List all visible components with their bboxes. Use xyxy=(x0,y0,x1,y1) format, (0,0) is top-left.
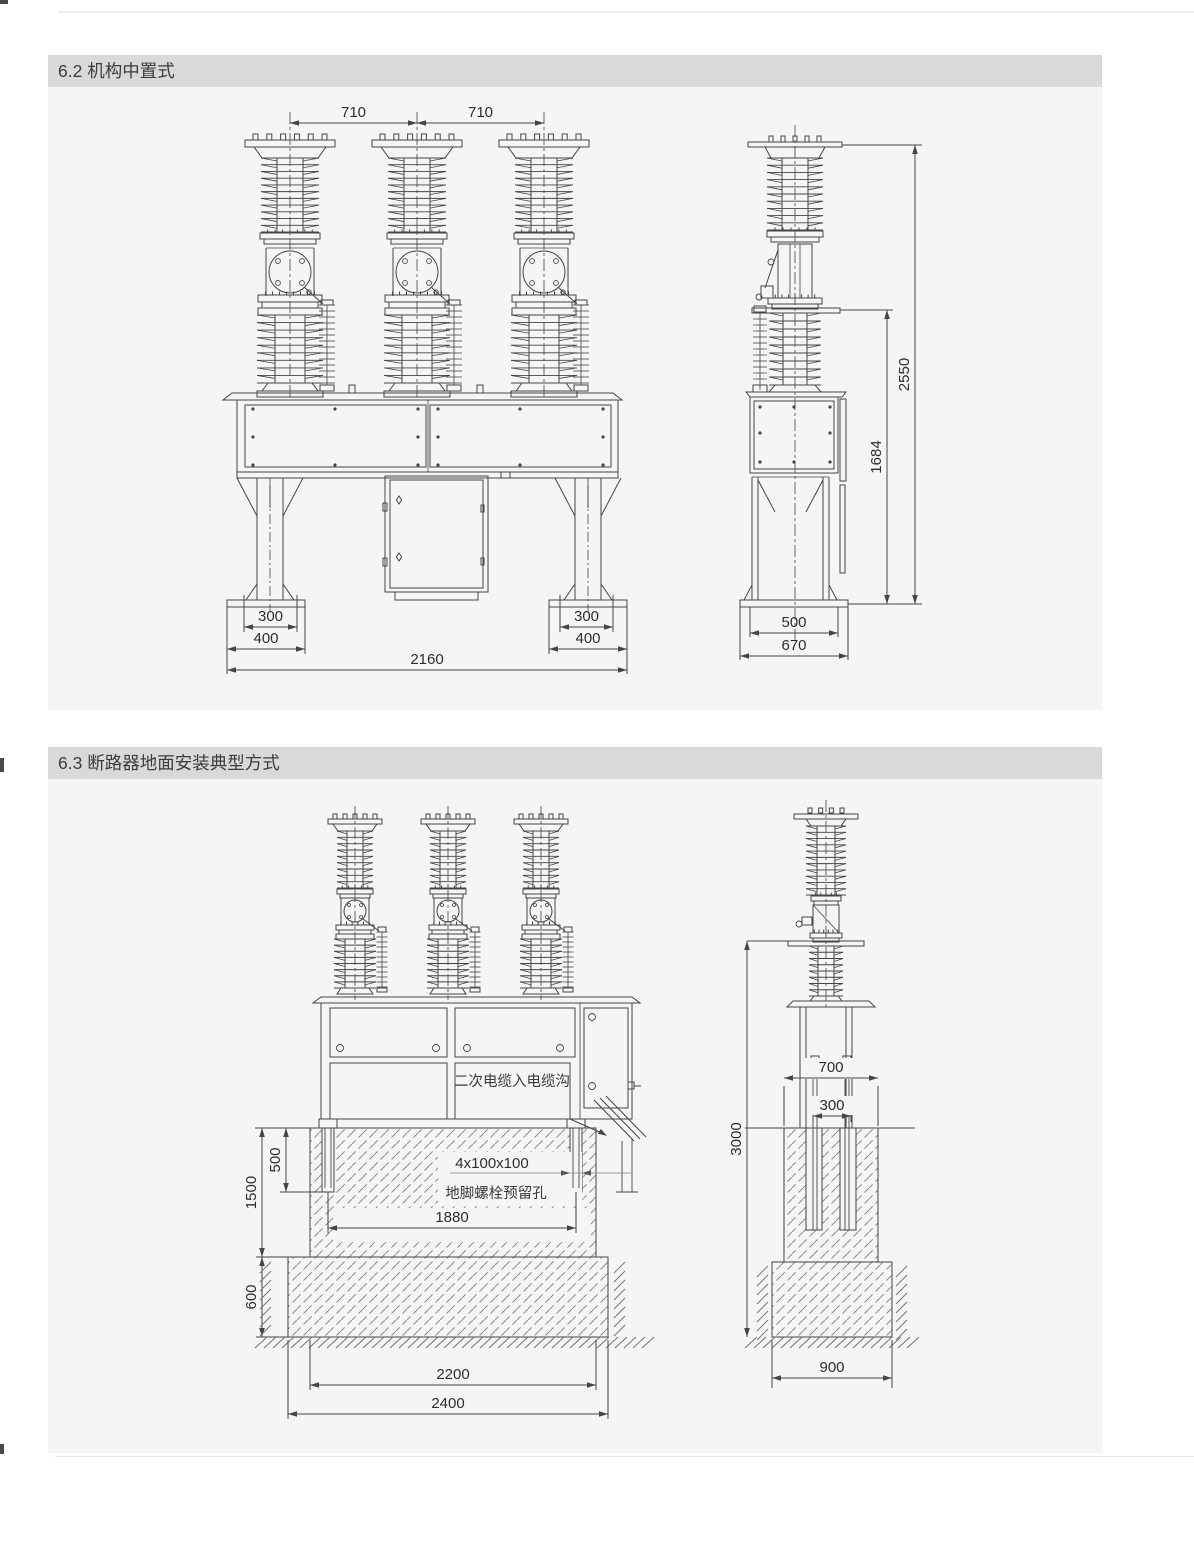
dim-pedestal-width: 700 xyxy=(818,1059,843,1076)
dim-install-height: 3000 xyxy=(728,1122,745,1155)
dim-base-plate-left: 400 xyxy=(253,630,278,647)
breaker-63-front-view: 二次电缆入电缆沟 4x100x100 地脚螺栓预留孔 1880 500 1500 600 22… xyxy=(243,806,655,1419)
dim-foundation-depth: 1500 xyxy=(243,1176,260,1209)
section-63-title: 6.3 断路器地面安装典型方式 xyxy=(58,753,280,773)
page-top-rule xyxy=(58,11,1194,13)
dim-pocket-depth: 500 xyxy=(267,1147,284,1172)
dim-lower-depth: 600 xyxy=(243,1284,260,1309)
dim-upper-foundation-width: 2200 xyxy=(436,1366,469,1383)
scan-edge-mark xyxy=(0,0,8,4)
dim-base-inner-width: 500 xyxy=(781,614,806,631)
section-62-panel xyxy=(48,87,1102,710)
breaker-62-side-view: 2550 1684 500 670 xyxy=(739,125,922,660)
dim-pole-spacing-left: 710 xyxy=(341,104,366,121)
page-bottom-rule xyxy=(55,1456,1194,1457)
dim-anchor-spacing: 1880 xyxy=(435,1209,468,1226)
dim-lower-foundation-width: 2400 xyxy=(431,1395,464,1412)
dim-overall-height: 2550 xyxy=(896,358,913,391)
dim-anchor-spacing-side: 300 xyxy=(819,1097,844,1114)
anchor-holes-label-1: 4x100x100 xyxy=(455,1155,528,1172)
dim-leg-bolt-left: 300 xyxy=(258,608,283,625)
dim-foundation-width: 900 xyxy=(819,1359,844,1376)
dim-frame-height: 1684 xyxy=(868,440,885,473)
cable-trench-label: 二次电缆入电缆沟 xyxy=(454,1073,570,1090)
dim-overall-width: 2160 xyxy=(410,651,443,668)
scan-edge-mark xyxy=(0,758,4,772)
section-62-title: 6.2 机构中置式 xyxy=(58,61,175,81)
dim-leg-bolt-right: 300 xyxy=(574,608,599,625)
section-62-header: 6.2 机构中置式 xyxy=(48,55,1102,87)
dim-overall-depth: 670 xyxy=(781,637,806,654)
breaker-62-front-view: 710 710 300 400 300 400 2160 xyxy=(221,104,628,674)
breaker-63-side-view: 700 300 3000 900 xyxy=(728,800,920,1388)
section-63-panel xyxy=(48,779,1102,1453)
section-63-header: 6.3 断路器地面安装典型方式 xyxy=(48,747,1102,779)
dim-pole-spacing-right: 710 xyxy=(468,104,493,121)
dim-base-plate-right: 400 xyxy=(575,630,600,647)
scan-edge-mark xyxy=(0,1444,4,1454)
anchor-holes-label-2: 地脚螺栓预留孔 xyxy=(445,1185,547,1202)
